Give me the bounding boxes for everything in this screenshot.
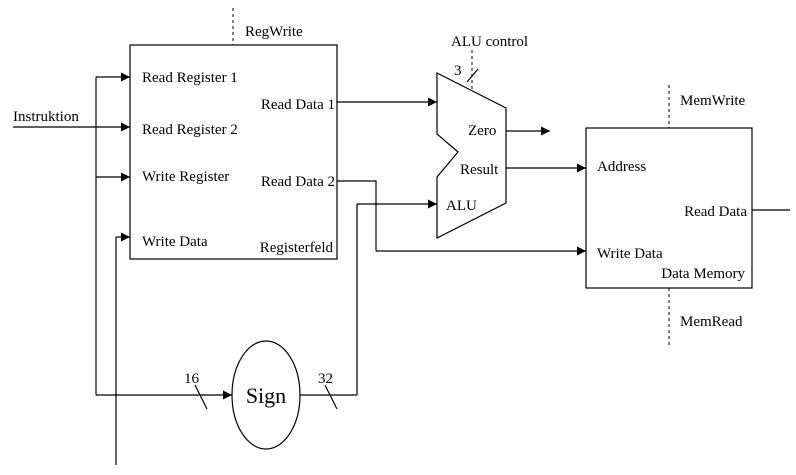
bus-width-32-slash [324,384,338,410]
alu-zero-label: Zero [468,123,496,139]
instruction-label: Instruktion [13,109,79,125]
write-register-label: Write Register [142,169,229,185]
alu-result-label: Result [460,162,499,178]
memread-label: MemRead [680,314,743,330]
memory-read-data-label: Read Data [684,204,747,220]
memwrite-label: MemWrite [680,93,746,109]
read-data-2-wire [337,180,377,251]
read-register-2-label: Read Register 2 [142,122,238,138]
memory-write-data-label: Write Data [597,246,663,262]
regwrite-label: RegWrite [245,24,303,40]
alu-control-width-label: 3 [454,63,462,79]
bus-width-16-label: 16 [184,371,200,387]
alu-shape [436,72,507,239]
read-data-1-label: Read Data 1 [261,97,335,113]
register-file-box [129,44,338,260]
read-register-1-label: Read Register 1 [142,70,238,86]
data-memory-box [585,127,753,289]
read-data-2-label: Read Data 2 [261,174,335,190]
data-memory-name: Data Memory [661,266,745,282]
memory-address-label: Address [597,159,646,175]
alu-control-width-slash [466,68,479,83]
register-file-name: Registerfeld [260,240,334,256]
sign-label: Sign [246,383,286,408]
bus-width-32-label: 32 [318,371,333,387]
alu-control-label: ALU control [451,34,528,50]
bus-width-16-slash [194,384,208,410]
write-data-label: Write Data [142,234,208,250]
alu-name-label: ALU [446,198,477,214]
